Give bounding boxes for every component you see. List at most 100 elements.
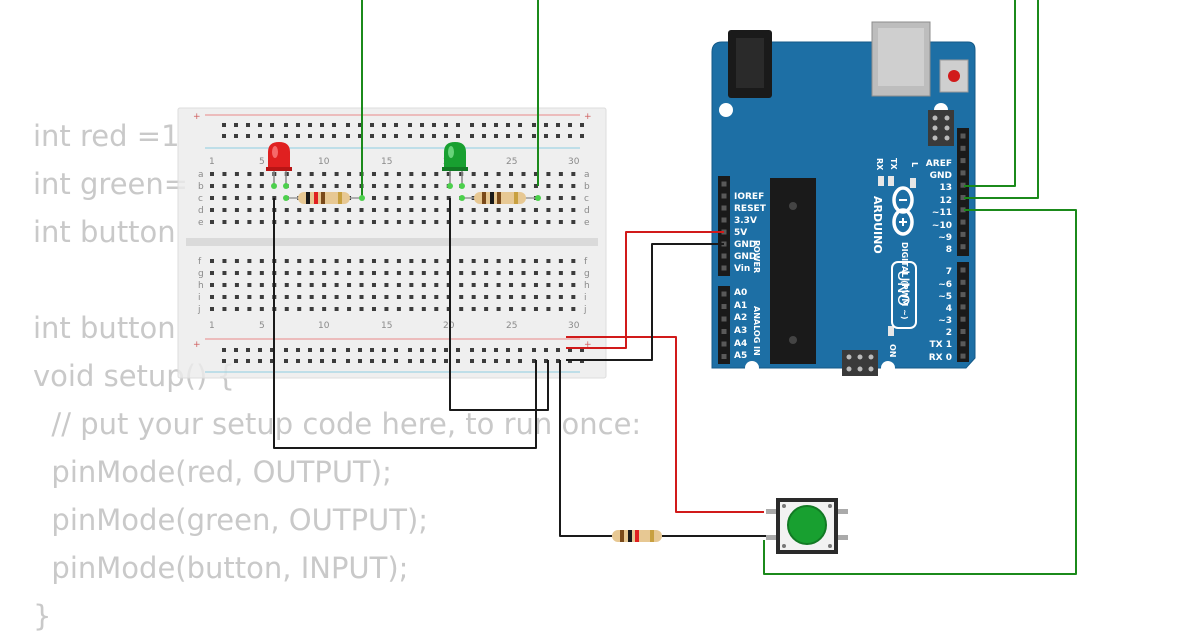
breadboard-hole[interactable]: [546, 208, 551, 212]
breadboard-hole[interactable]: [210, 259, 214, 263]
breadboard-hole[interactable]: [296, 359, 300, 363]
breadboard-hole[interactable]: [309, 208, 314, 212]
breadboard-hole[interactable]: [247, 295, 252, 299]
breadboard-hole[interactable]: [484, 283, 489, 287]
breadboard-hole[interactable]: [532, 134, 536, 138]
digital-pin-header-high[interactable]: [957, 128, 969, 256]
header-pin[interactable]: [721, 265, 727, 271]
breadboard-hole[interactable]: [456, 348, 460, 352]
breadboard-hole[interactable]: [370, 359, 374, 363]
breadboard-hole[interactable]: [533, 220, 538, 224]
breadboard-hole[interactable]: [470, 359, 474, 363]
breadboard-hole[interactable]: [394, 123, 398, 127]
breadboard-hole[interactable]: [556, 134, 560, 138]
header-pin[interactable]: [721, 354, 727, 359]
breadboard-hole[interactable]: [496, 271, 501, 275]
breadboard-hole[interactable]: [571, 307, 576, 311]
breadboard-hole[interactable]: [471, 172, 476, 176]
breadboard-hole[interactable]: [518, 123, 522, 127]
header-pin[interactable]: [960, 353, 966, 359]
breadboard-hole[interactable]: [568, 123, 572, 127]
header-pin[interactable]: [721, 341, 727, 347]
breadboard-hole[interactable]: [222, 359, 226, 363]
breadboard-hole[interactable]: [482, 348, 486, 352]
breadboard-hole[interactable]: [222, 307, 227, 311]
breadboard-hole[interactable]: [446, 196, 451, 200]
breadboard-hole[interactable]: [558, 208, 563, 212]
breadboard-hole[interactable]: [444, 359, 448, 363]
resistor[interactable]: [283, 192, 365, 204]
breadboard-hole[interactable]: [456, 359, 460, 363]
breadboard-hole[interactable]: [444, 123, 448, 127]
breadboard-hole[interactable]: [471, 259, 476, 263]
breadboard-hole[interactable]: [382, 348, 386, 352]
breadboard-hole[interactable]: [484, 307, 489, 311]
breadboard-hole[interactable]: [533, 208, 538, 212]
breadboard-hole[interactable]: [210, 307, 214, 311]
breadboard-hole[interactable]: [371, 295, 376, 299]
analog-pin-header[interactable]: [718, 286, 730, 364]
breadboard-hole[interactable]: [420, 123, 424, 127]
breadboard-hole[interactable]: [471, 271, 476, 275]
breadboard-hole[interactable]: [434, 220, 439, 224]
header-pin[interactable]: [721, 193, 727, 199]
wire-black[interactable]: [566, 243, 724, 361]
breadboard-hole[interactable]: [284, 359, 288, 363]
breadboard-hole[interactable]: [346, 359, 350, 363]
header-pin[interactable]: [960, 207, 966, 213]
breadboard-hole[interactable]: [259, 220, 264, 224]
breadboard-hole[interactable]: [384, 283, 389, 287]
breadboard-hole[interactable]: [358, 134, 362, 138]
breadboard-hole[interactable]: [434, 196, 439, 200]
breadboard-hole[interactable]: [496, 307, 501, 311]
breadboard-hole[interactable]: [322, 295, 327, 299]
breadboard-hole[interactable]: [446, 220, 451, 224]
breadboard-hole[interactable]: [394, 348, 398, 352]
breadboard-hole[interactable]: [409, 295, 414, 299]
breadboard-hole[interactable]: [546, 295, 551, 299]
breadboard-hole[interactable]: [259, 271, 264, 275]
breadboard-hole[interactable]: [334, 259, 339, 263]
breadboard-hole[interactable]: [409, 172, 414, 176]
breadboard-hole[interactable]: [396, 208, 401, 212]
header-pin[interactable]: [960, 145, 966, 151]
breadboard-hole[interactable]: [544, 348, 548, 352]
breadboard-hole[interactable]: [222, 184, 227, 188]
breadboard-hole[interactable]: [322, 259, 327, 263]
breadboard-hole[interactable]: [558, 259, 563, 263]
breadboard-hole[interactable]: [494, 348, 498, 352]
breadboard-hole[interactable]: [546, 196, 551, 200]
breadboard-hole[interactable]: [259, 295, 264, 299]
breadboard-hole[interactable]: [408, 348, 412, 352]
breadboard-hole[interactable]: [247, 259, 252, 263]
breadboard-hole[interactable]: [358, 348, 362, 352]
breadboard-hole[interactable]: [568, 348, 572, 352]
breadboard-hole[interactable]: [234, 348, 238, 352]
breadboard-hole[interactable]: [247, 220, 252, 224]
breadboard-hole[interactable]: [358, 123, 362, 127]
breadboard-hole[interactable]: [347, 295, 352, 299]
breadboard-hole[interactable]: [334, 220, 339, 224]
breadboard-hole[interactable]: [210, 208, 214, 212]
breadboard-hole[interactable]: [347, 172, 352, 176]
breadboard-hole[interactable]: [308, 123, 312, 127]
breadboard-hole[interactable]: [544, 359, 548, 363]
breadboard-hole[interactable]: [558, 271, 563, 275]
breadboard-hole[interactable]: [334, 283, 339, 287]
breadboard-hole[interactable]: [259, 283, 264, 287]
breadboard-hole[interactable]: [496, 295, 501, 299]
breadboard-hole[interactable]: [309, 220, 314, 224]
breadboard-hole[interactable]: [459, 283, 464, 287]
breadboard-hole[interactable]: [506, 359, 510, 363]
breadboard-hole[interactable]: [421, 184, 426, 188]
breadboard-hole[interactable]: [471, 184, 476, 188]
breadboard-hole[interactable]: [334, 172, 339, 176]
breadboard-hole[interactable]: [533, 184, 538, 188]
arduino-uno-board[interactable]: IOREF RESET 3.3V 5V GND GND Vin A0 A1 A2…: [711, 21, 976, 376]
breadboard-hole[interactable]: [270, 348, 274, 352]
breadboard-hole[interactable]: [571, 172, 576, 176]
breadboard-hole[interactable]: [332, 359, 336, 363]
wire-black[interactable]: [559, 360, 612, 537]
breadboard-hole[interactable]: [470, 348, 474, 352]
breadboard-hole[interactable]: [434, 295, 439, 299]
